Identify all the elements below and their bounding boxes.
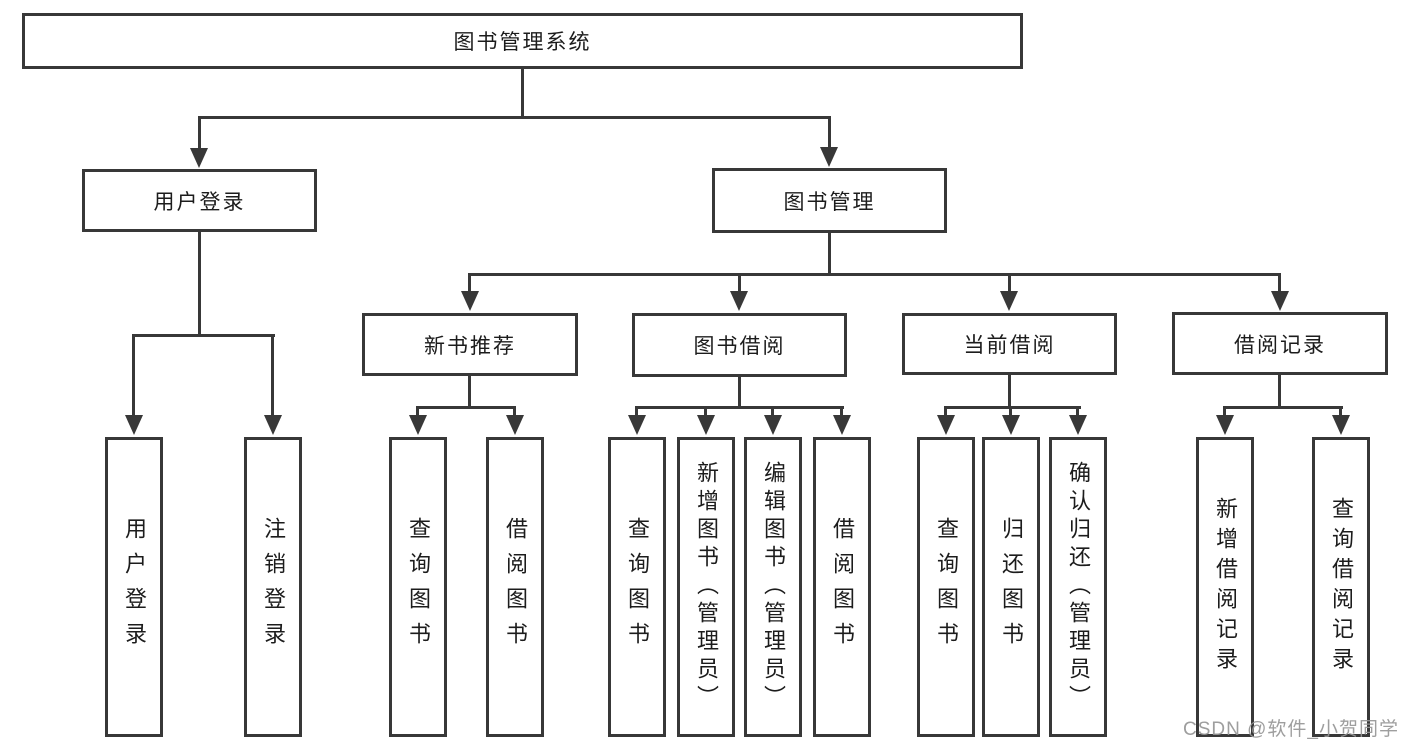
connector-line	[944, 406, 1081, 409]
connector-line	[468, 273, 471, 293]
arrowhead-down	[1271, 291, 1289, 311]
connector-line	[828, 116, 831, 149]
connector-line	[1278, 273, 1281, 293]
arrowhead-down	[764, 415, 782, 435]
connector-line	[416, 406, 516, 409]
leaf-query-books-borrow: 查询图书	[608, 437, 666, 737]
leaf-return-books-label: 归还图书	[999, 517, 1024, 657]
arrowhead-down	[1002, 415, 1020, 435]
connector-line	[635, 406, 638, 418]
arrowhead-down	[506, 415, 524, 435]
leaf-add-borrow-record: 新增借阅记录	[1196, 437, 1254, 737]
leaf-edit-books-admin: 编辑图书（管理员）	[744, 437, 802, 737]
arrowhead-down	[461, 291, 479, 311]
leaf-query-borrow-record-label: 查询借阅记录	[1329, 497, 1354, 677]
node-root-label: 图书管理系统	[453, 31, 592, 54]
leaf-confirm-return-admin: 确认归还（管理员）	[1049, 437, 1107, 737]
leaf-confirm-return-admin-label: 确认归还（管理员）	[1066, 461, 1091, 713]
connector-line	[271, 334, 274, 417]
leaf-query-books-recommend: 查询图书	[389, 437, 447, 737]
connector-line	[1223, 406, 1226, 418]
leaf-logout: 注销登录	[244, 437, 302, 737]
connector-line	[416, 406, 419, 418]
arrowhead-down	[1332, 415, 1350, 435]
node-borrow-records-label: 借阅记录	[1234, 333, 1326, 357]
connector-line	[738, 273, 741, 293]
arrowhead-down	[820, 147, 838, 167]
connector-line	[1009, 406, 1012, 418]
arrowhead-down	[1216, 415, 1234, 435]
leaf-user-login: 用户登录	[105, 437, 163, 737]
connector-line	[771, 406, 774, 418]
connector-line	[635, 406, 844, 409]
node-book-borrow: 图书借阅	[632, 313, 847, 377]
leaf-query-books-current-label: 查询图书	[934, 517, 959, 657]
leaf-add-borrow-record-label: 新增借阅记录	[1213, 497, 1238, 677]
node-user-login: 用户登录	[82, 169, 317, 232]
leaf-user-login-label: 用户登录	[122, 517, 147, 657]
leaf-return-books: 归还图书	[982, 437, 1040, 737]
connector-line	[1223, 406, 1343, 409]
leaf-query-borrow-record: 查询借阅记录	[1312, 437, 1370, 737]
leaf-add-books-admin-label: 新增图书（管理员）	[694, 461, 719, 713]
arrowhead-down	[190, 148, 208, 168]
connector-line	[1076, 406, 1079, 418]
connector-line	[132, 334, 275, 337]
node-book-borrow-label: 图书借阅	[693, 335, 786, 358]
node-current-borrow-label: 当前借阅	[963, 334, 1056, 357]
arrowhead-down	[125, 415, 143, 435]
leaf-logout-label: 注销登录	[261, 517, 286, 657]
connector-line	[840, 406, 843, 418]
arrowhead-down	[937, 415, 955, 435]
node-root: 图书管理系统	[22, 13, 1023, 69]
connector-line	[132, 334, 135, 417]
csdn-watermark: CSDN @软件_小贺同学	[1183, 719, 1399, 740]
connector-line	[738, 377, 741, 409]
arrowhead-down	[409, 415, 427, 435]
connector-line	[468, 273, 1281, 276]
connector-line	[828, 233, 831, 276]
node-new-book-recommend-label: 新书推荐	[424, 334, 516, 358]
leaf-add-books-admin: 新增图书（管理员）	[677, 437, 735, 737]
connector-line	[704, 406, 707, 418]
connector-line	[513, 406, 516, 418]
leaf-borrow-books-recommend: 借阅图书	[486, 437, 544, 737]
arrowhead-down	[628, 415, 646, 435]
arrowhead-down	[697, 415, 715, 435]
node-user-login-label: 用户登录	[153, 190, 246, 214]
arrowhead-down	[264, 415, 282, 435]
node-book-management: 图书管理	[712, 168, 947, 233]
node-book-management-label: 图书管理	[783, 190, 876, 214]
leaf-borrow-books-recommend-label: 借阅图书	[503, 517, 528, 657]
connector-line	[944, 406, 947, 418]
connector-line	[1008, 375, 1011, 409]
leaf-borrow-books: 借阅图书	[813, 437, 871, 737]
connector-line	[468, 376, 471, 409]
connector-line	[198, 232, 201, 337]
leaf-edit-books-admin-label: 编辑图书（管理员）	[761, 461, 786, 713]
leaf-query-books-borrow-label: 查询图书	[625, 517, 650, 657]
leaf-query-books-current: 查询图书	[917, 437, 975, 737]
arrowhead-down	[833, 415, 851, 435]
connector-line	[198, 116, 831, 119]
arrowhead-down	[730, 291, 748, 311]
connector-line	[1339, 406, 1342, 418]
connector-line	[521, 69, 524, 119]
node-borrow-records: 借阅记录	[1172, 312, 1388, 375]
leaf-borrow-books-label: 借阅图书	[830, 517, 855, 657]
connector-line	[198, 116, 201, 150]
arrowhead-down	[1069, 415, 1087, 435]
node-current-borrow: 当前借阅	[902, 313, 1117, 375]
arrowhead-down	[1000, 291, 1018, 311]
node-new-book-recommend: 新书推荐	[362, 313, 578, 376]
connector-line	[1278, 375, 1281, 409]
connector-line	[1008, 273, 1011, 293]
leaf-query-books-recommend-label: 查询图书	[406, 517, 431, 657]
